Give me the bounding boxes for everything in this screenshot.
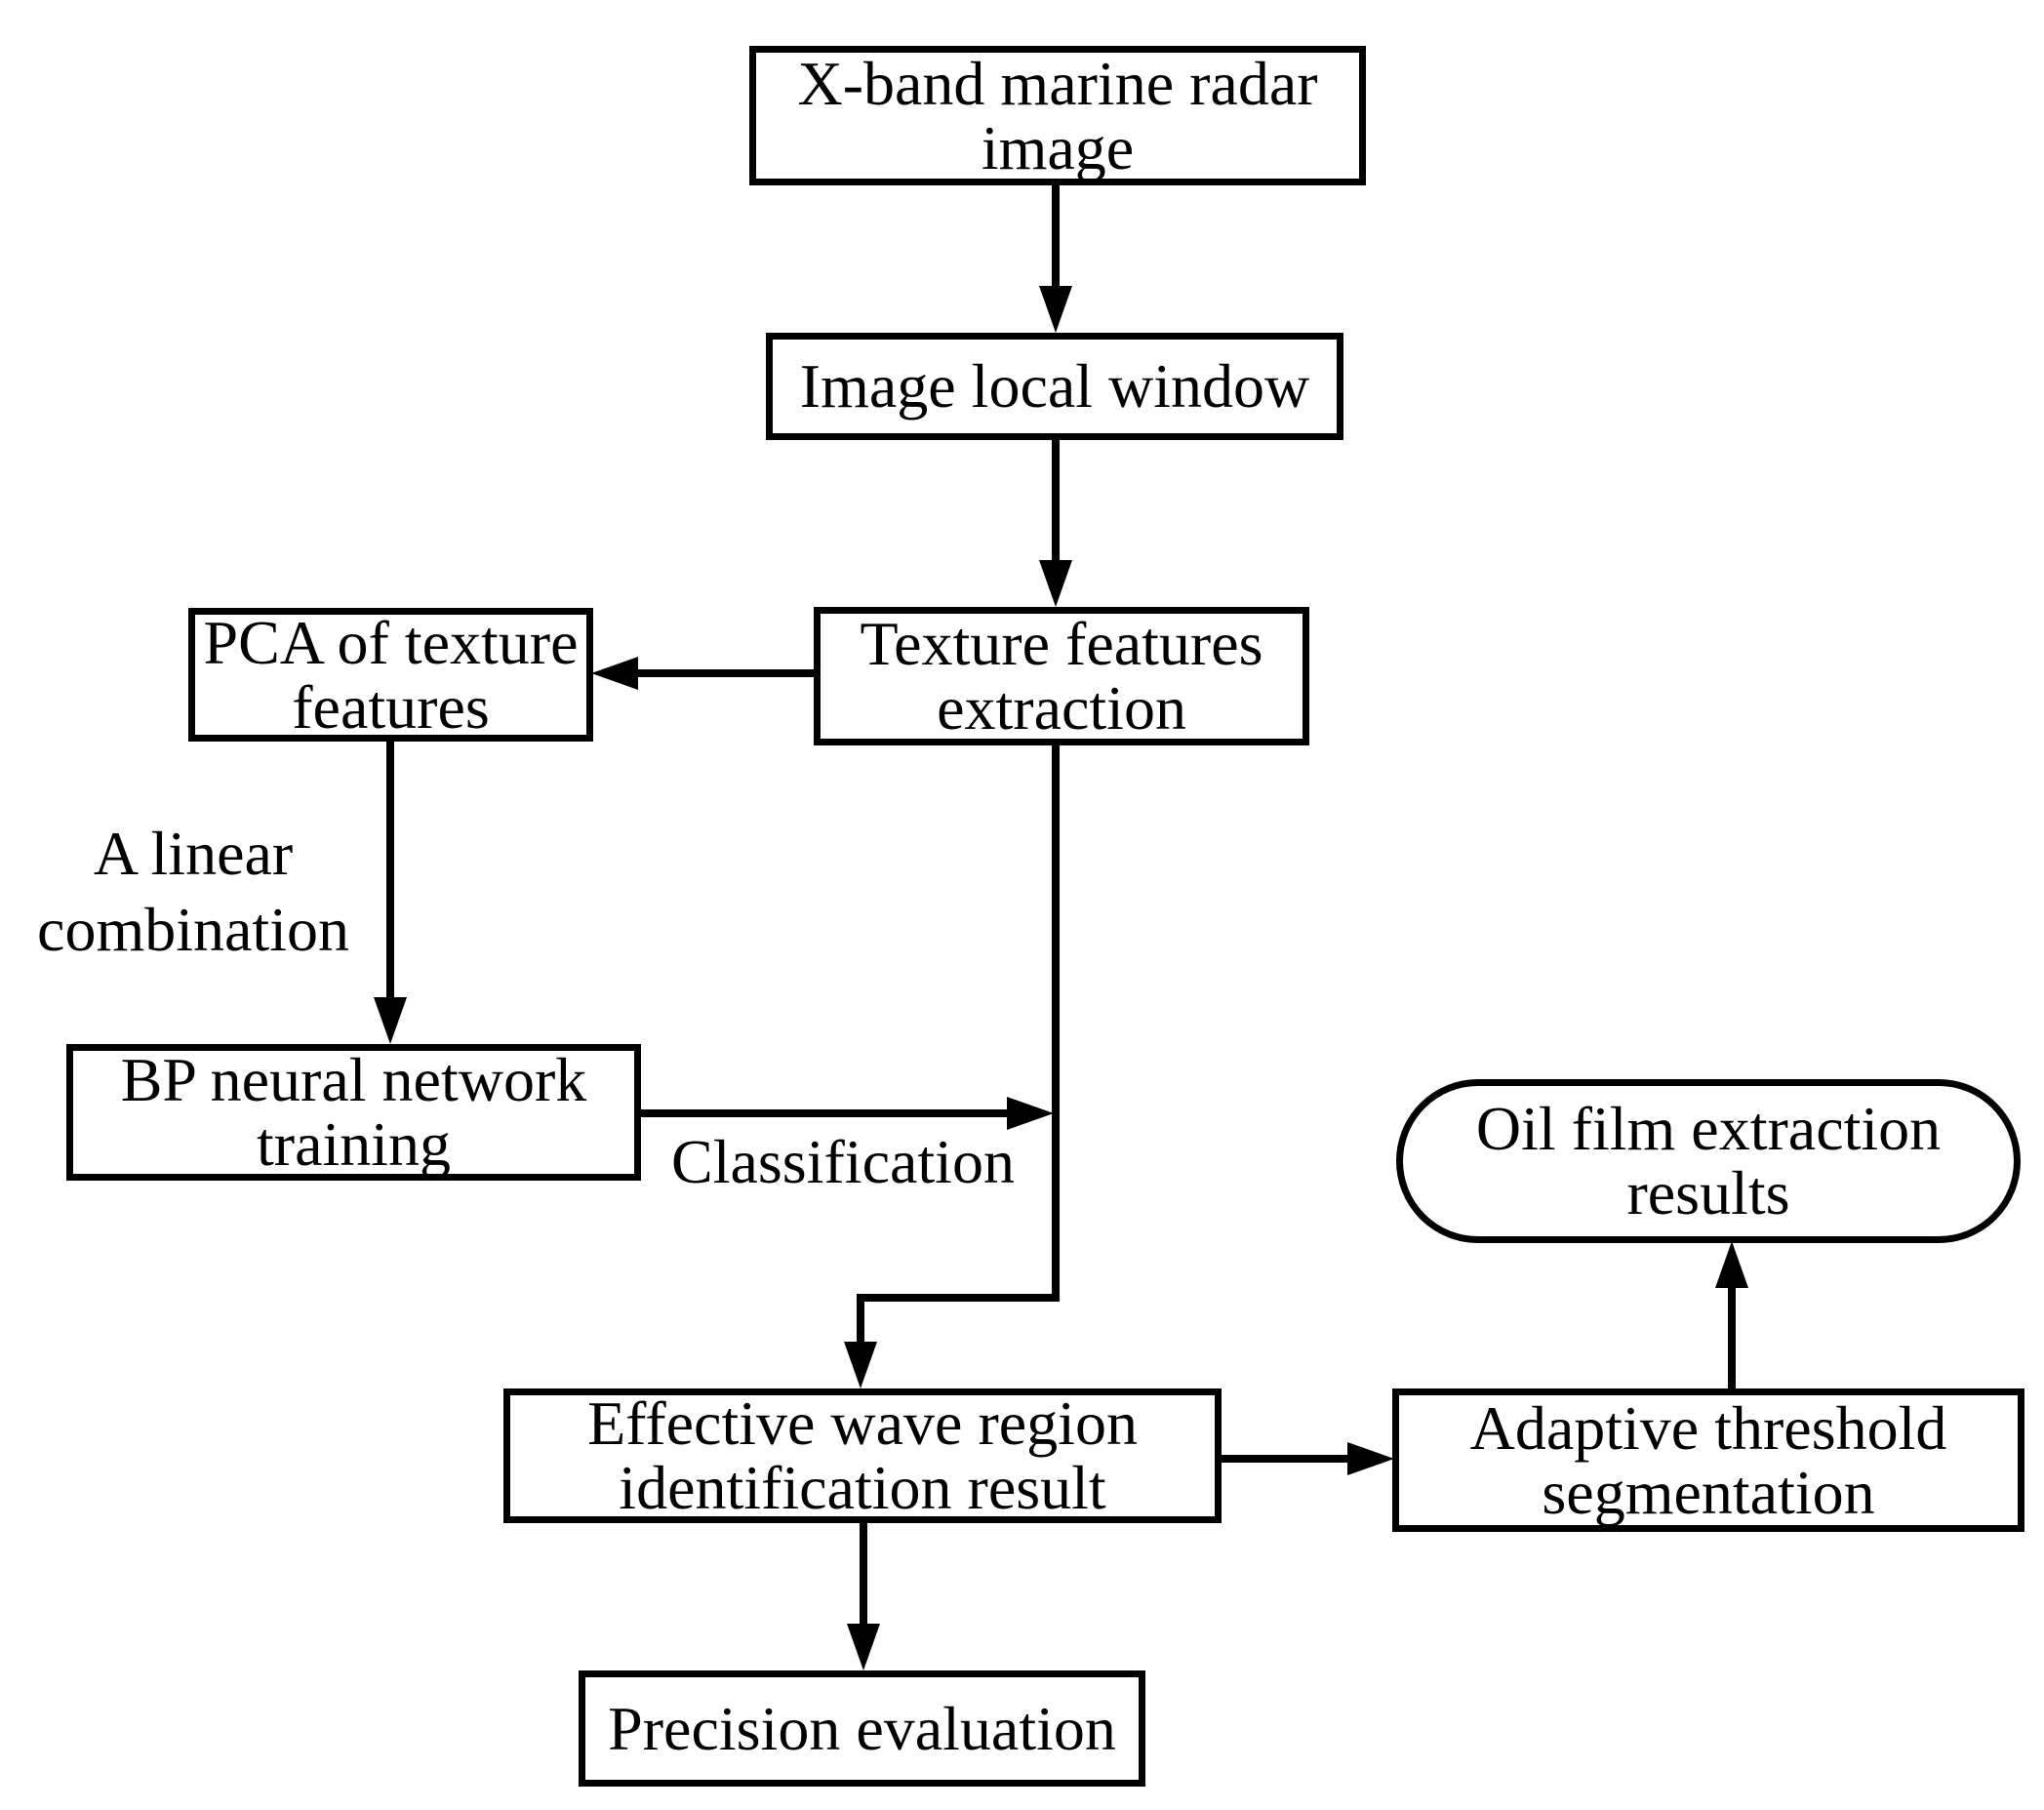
edge-label-a-linear-combination: A linear combination <box>20 816 367 968</box>
node-label: segmentation <box>1542 1457 1875 1527</box>
connector-effective-to-adaptive-line <box>1220 1455 1347 1463</box>
node-label: Texture features <box>860 609 1263 678</box>
arrowhead-up-into-oilfilm <box>1715 1241 1748 1288</box>
connector-bp-classification-line <box>639 1109 1007 1117</box>
edge-label-line: A linear <box>93 819 294 888</box>
node-effective-wave-region-identification-result: Effective wave region identification res… <box>503 1388 1222 1523</box>
connector-window-to-texture-line <box>1052 438 1060 562</box>
connector-pca-to-bp-line <box>386 740 394 999</box>
arrowhead-down-into-texture <box>1039 560 1072 607</box>
node-label: results <box>1626 1158 1790 1227</box>
node-label: identification result <box>619 1453 1106 1522</box>
connector-texture-descent-line <box>1052 744 1060 1302</box>
node-label: training <box>256 1109 452 1179</box>
node-xband-marine-radar-image: X-band marine radar image <box>749 46 1366 185</box>
node-label: Oil film extraction <box>1475 1094 1942 1163</box>
arrowhead-right-into-adaptive <box>1347 1442 1394 1475</box>
node-label: PCA of texture <box>203 607 579 677</box>
node-precision-evaluation: Precision evaluation <box>579 1670 1145 1787</box>
connector-effective-to-precision-line <box>860 1521 867 1626</box>
arrowhead-down-into-bp <box>374 997 407 1044</box>
arrowhead-down-into-precision <box>847 1624 880 1670</box>
node-label: image <box>981 112 1135 182</box>
connector-adaptive-to-oilfilm-line <box>1728 1286 1736 1390</box>
node-label: extraction <box>937 673 1186 743</box>
arrowhead-left-into-pca <box>591 657 638 690</box>
connector-texture-to-pca-line <box>638 669 816 677</box>
node-label: Effective wave region <box>587 1388 1138 1458</box>
node-label: BP neural network <box>120 1045 587 1114</box>
node-bp-neural-network-training: BP neural network training <box>66 1044 641 1181</box>
arrowhead-down-into-window <box>1039 286 1072 333</box>
connector-jog-down-line <box>857 1298 864 1344</box>
arrowhead-right-into-descent-line <box>1007 1097 1054 1130</box>
edge-label-line: Classification <box>671 1127 1015 1196</box>
edge-label-classification: Classification <box>671 1124 1015 1200</box>
node-adaptive-threshold-segmentation: Adaptive threshold segmentation <box>1392 1388 2024 1532</box>
node-oil-film-extraction-results: Oil film extraction results <box>1396 1079 2021 1243</box>
arrowhead-down-into-effective <box>844 1342 877 1388</box>
node-label: Adaptive threshold <box>1469 1392 1947 1463</box>
node-label: X-band marine radar <box>797 48 1318 118</box>
edge-label-line: combination <box>37 895 349 964</box>
node-pca-of-texture-features: PCA of texture features <box>188 608 593 742</box>
node-texture-features-extraction: Texture features extraction <box>814 607 1309 745</box>
node-label: Precision evaluation <box>608 1693 1116 1763</box>
node-label: Image local window <box>799 351 1310 421</box>
node-image-local-window: Image local window <box>766 333 1343 440</box>
connector-xband-to-window-line <box>1052 181 1060 288</box>
connector-jog-left-line <box>857 1294 1060 1302</box>
node-label: features <box>292 671 490 742</box>
